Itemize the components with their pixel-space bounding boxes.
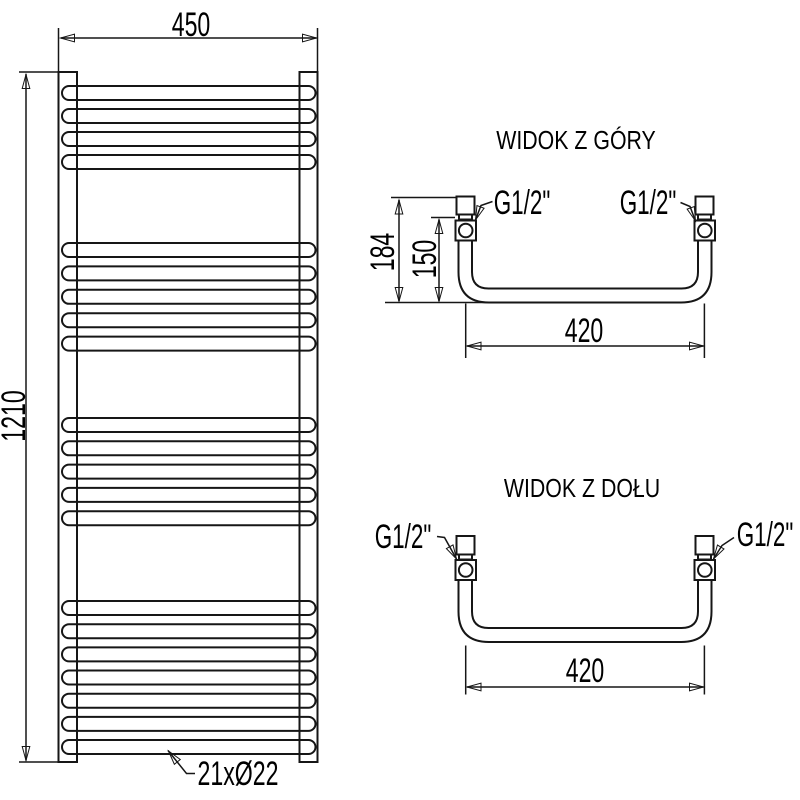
arrowhead: [434, 217, 444, 234]
right-collector-tube: [298, 71, 319, 763]
radiator-bar: [61, 85, 317, 101]
radiator-bar: [61, 646, 317, 663]
left-collector-tube: [57, 71, 78, 763]
arrowhead: [689, 682, 706, 692]
bottom-left-connection-leader: [436, 535, 458, 560]
arrowhead: [712, 544, 725, 561]
arrowhead: [58, 33, 75, 43]
top-left-connection-leader: [474, 200, 493, 221]
radiator-bar: [61, 692, 317, 709]
bottom-view-right-valve: [693, 535, 716, 581]
bottom-view-left-connection-label: G1/2": [374, 517, 432, 556]
radiator-bar: [61, 510, 317, 527]
radiator-bar: [61, 715, 317, 732]
arrowhead: [465, 682, 482, 692]
radiator-bar: [61, 131, 317, 147]
tube-count-label: 21xØ22: [197, 755, 279, 793]
top-view-u-pipe: [457, 240, 713, 304]
depth-dimension-label: 184: [364, 232, 402, 271]
top-view-left-valve: [454, 195, 477, 242]
dimension-450: [57, 28, 319, 72]
bottom-view-title: WIDOK Z DOŁU: [503, 472, 660, 503]
top-view-drawing: [385, 195, 716, 358]
bottom-view-right-connection-label: G1/2": [736, 516, 794, 554]
dimension-420-bottom: [464, 645, 706, 695]
bottom-view-drawing: [436, 535, 735, 695]
arrowhead: [394, 287, 404, 304]
arrowhead: [394, 198, 404, 215]
bottom-view-spacing-dimension-label: 420: [565, 652, 605, 690]
radiator-bar: [61, 154, 317, 170]
bottom-right-connection-leader: [712, 536, 735, 560]
top-view-spacing-dimension-label: 420: [564, 312, 604, 350]
arrowhead: [689, 341, 706, 351]
radiator-bar: [61, 108, 317, 124]
radiator-bar: [61, 739, 317, 755]
radiator-bar: [61, 600, 317, 616]
arrowhead: [21, 746, 31, 763]
width-dimension-label: 450: [171, 6, 211, 44]
radiator-bar: [61, 669, 317, 686]
radiator-bar: [61, 486, 317, 503]
radiator-bar: [61, 242, 317, 258]
tube-count-leader-line: [167, 750, 195, 775]
dimension-arrowheads: [21, 33, 725, 766]
dimension-1210: [19, 71, 58, 763]
arrowhead: [21, 72, 31, 89]
arrowhead: [465, 341, 482, 351]
top-view-right-connection-label: G1/2": [619, 184, 677, 222]
dimension-184: [391, 196, 456, 301]
arrowhead: [302, 33, 319, 43]
radiator-bar: [61, 417, 317, 433]
radiator-bar: [61, 463, 317, 480]
radiator-bar: [61, 440, 317, 457]
radiator-bar: [61, 265, 317, 282]
radiator-bar: [61, 335, 317, 352]
arrowhead: [167, 749, 182, 766]
pipe-axis-dimension-label: 150: [406, 239, 444, 279]
height-dimension-label: 1210: [0, 389, 33, 442]
top-view-right-valve: [693, 195, 716, 242]
arrowhead: [686, 205, 697, 223]
bottom-view-left-valve: [454, 535, 477, 581]
arrowhead: [474, 204, 485, 222]
arrowhead: [434, 287, 444, 304]
radiator-bars: [61, 85, 317, 755]
bottom-view-u-pipe: [457, 580, 713, 643]
arrowhead: [445, 544, 458, 561]
top-view-title: WIDOK Z GÓRY: [495, 124, 656, 155]
top-view-left-connection-label: G1/2": [493, 184, 551, 222]
radiator-bar: [61, 312, 317, 329]
dimension-420-top: [464, 303, 706, 358]
top-right-connection-leader: [680, 201, 697, 222]
radiator-bar: [61, 623, 317, 640]
front-view-drawing: [19, 28, 319, 775]
radiator-bar: [61, 288, 317, 305]
